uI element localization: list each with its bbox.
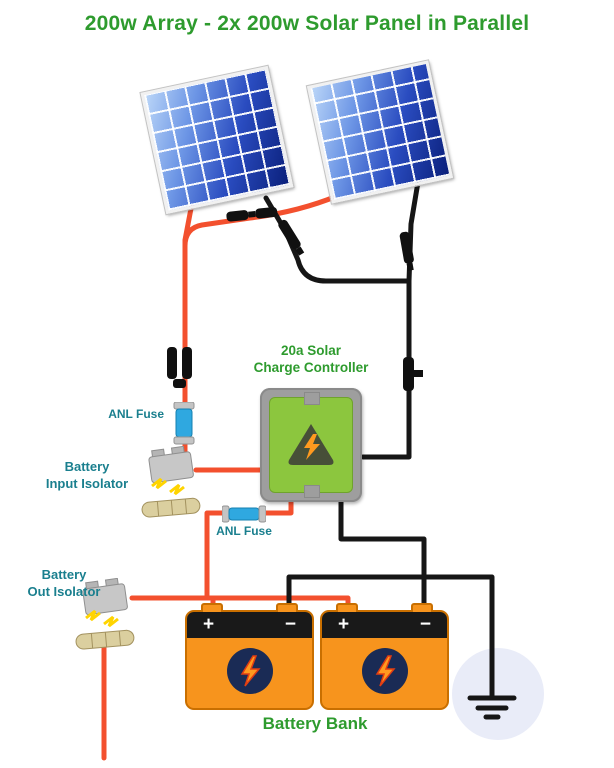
battery-negative-ground-wire (286, 574, 495, 665)
spark-icon (103, 615, 119, 628)
isolator-body (82, 578, 128, 616)
battery-input-isolator-label-line2: Input Isolator (45, 476, 129, 491)
solar-panel-right (305, 59, 455, 205)
controller-mount-tab (304, 485, 320, 498)
minus-sign: − (419, 614, 431, 635)
anl-fuse-input-label: ANL Fuse (108, 407, 164, 421)
isolator-body (148, 446, 194, 484)
page-title: 200w Array - 2x 200w Solar Panel in Para… (84, 12, 530, 35)
anl-fuse-battery (222, 505, 266, 523)
spark-icon (151, 477, 167, 490)
battery-input-isolator (141, 446, 201, 518)
ground-symbol-circle (452, 645, 544, 740)
spark-icon (85, 609, 101, 622)
battery-out-isolator (75, 578, 135, 650)
isolator-terminal-block (75, 629, 135, 650)
mc4-connector (403, 357, 423, 391)
ground-icon (467, 645, 517, 720)
mc4-connector (399, 231, 414, 271)
lightning-bolt-icon (226, 648, 273, 694)
pv-right-positive-wire (182, 193, 340, 249)
spark-icon (169, 483, 185, 496)
mc4-connector (226, 207, 278, 222)
mc4-connectors (167, 207, 423, 391)
battery-input-isolator-label: Battery Input Isolator (36, 458, 138, 492)
negative-to-controller-wire (360, 278, 412, 460)
battery-right: + − (320, 603, 449, 710)
battery-input-isolator-label-line1: Battery (64, 459, 110, 474)
charge-controller-label-line1: 20a Solar (280, 343, 342, 358)
battery-out-isolator-label: Battery Out Isolator (16, 566, 112, 600)
plus-sign: + (203, 614, 215, 635)
mc4-connector (278, 219, 305, 256)
warning-bolt-icon (288, 424, 334, 465)
negative-wires (263, 173, 495, 665)
isolator-terminal-block (141, 497, 201, 518)
anl-fuse-battery-label: ANL Fuse (216, 524, 272, 538)
plus-sign: + (338, 614, 350, 635)
battery-top-band: + − (322, 612, 447, 638)
battery-left: + − (185, 603, 314, 710)
lightning-bolt-icon (361, 648, 408, 694)
anl-fuse-input (173, 402, 195, 445)
mc4-branch-connector (167, 347, 192, 388)
charge-controller-label-line2: Charge Controller (253, 360, 369, 375)
charge-controller (260, 388, 362, 502)
battery-out-isolator-label-line1: Battery (41, 567, 87, 582)
battery-bank-label: Battery Bank (262, 714, 368, 733)
battery-top-band: + − (187, 612, 312, 638)
battery-out-isolator-label-line2: Out Isolator (27, 584, 101, 599)
pv-left-negative-wire (263, 195, 412, 284)
solar-panel-left (139, 64, 295, 216)
minus-sign: − (284, 614, 296, 635)
controller-to-battery-negative-wire (338, 496, 427, 616)
charge-controller-label: 20a Solar Charge Controller (240, 342, 382, 376)
controller-mount-tab (304, 392, 320, 405)
